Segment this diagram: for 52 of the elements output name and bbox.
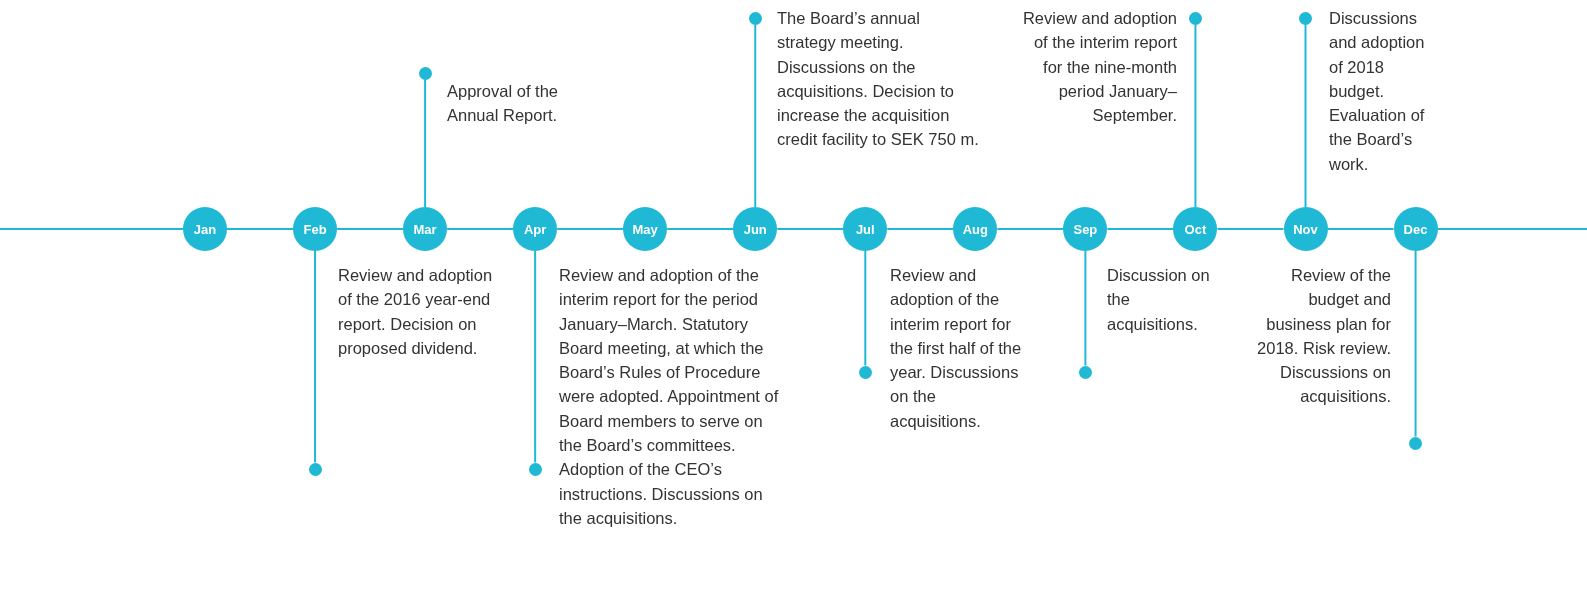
event-description: Approval of the Annual Report. (447, 81, 559, 127)
timeline-line (556, 228, 625, 230)
month-circle: Dec (1393, 207, 1438, 251)
connector-line (1194, 23, 1197, 208)
month-circle: May (623, 207, 668, 251)
timeline-line (1216, 228, 1285, 230)
event-description: Review of the budget and business plan for 2018. Risk review. Discussions on acquisitions. (1256, 265, 1391, 408)
timeline-line (0, 228, 184, 230)
timeline-line (996, 228, 1065, 230)
timeline-line (446, 228, 515, 230)
timeline-line (1436, 228, 1587, 230)
connector-line (1414, 250, 1417, 438)
event-dot (528, 462, 542, 476)
event-description: Review and adoption of the interim report for the first half of the year. Discussions on the acquisitions. (890, 265, 1023, 432)
connector-line (1084, 250, 1087, 367)
month-circle: Aug (953, 207, 998, 251)
month-circle: Mar (403, 207, 448, 251)
connector-line (1304, 23, 1307, 208)
timeline-line (666, 228, 735, 230)
month-circle: Oct (1173, 207, 1218, 251)
month-circle: Nov (1283, 207, 1328, 251)
event-description: The Board’s annual strategy meeting. Discussions on the acquisitions. Decision to increase the acquisition credit facility to SEK 750 m. (777, 8, 980, 151)
event-dot (748, 11, 762, 25)
connector-line (864, 250, 867, 367)
event-description: Discussion on the acquisitions. (1107, 265, 1211, 335)
event-description: Discussions and adoption of 2018 budget. Evaluation of the Board’s work. (1329, 8, 1426, 175)
timeline-line (336, 228, 405, 230)
connector-line (534, 250, 537, 464)
month-circle: Apr (513, 207, 558, 251)
event-dot (1188, 11, 1202, 25)
event-dot (1078, 365, 1092, 379)
month-circle: Sep (1063, 207, 1108, 251)
event-dot (308, 462, 322, 476)
month-circle: Feb (293, 207, 338, 251)
month-circle: Jun (733, 207, 778, 251)
connector-line (754, 23, 757, 208)
event-description: Review and adoption of the interim report for the period January–March. Statutory Board meeting, at which the Board’s Rules of Procedure were adopted. Appointment of Board members to serve on the Board’s committees. Adoption of the CEO’s instructions. Discussions on the acquisitions. (559, 265, 780, 529)
event-description: Review and adoption of the interim report for the nine-month period January–September. (1021, 8, 1177, 127)
timeline-line (1106, 228, 1175, 230)
event-dot (418, 66, 432, 80)
connector-line (314, 250, 317, 464)
timeline-line (776, 228, 845, 230)
timeline-line (226, 228, 295, 230)
timeline-line (886, 228, 955, 230)
event-dot (1299, 11, 1312, 25)
event-dot (1409, 436, 1423, 450)
connector-line (424, 78, 427, 208)
month-circle: Jul (843, 207, 888, 251)
event-description: Review and adoption of the 2016 year-end report. Decision on proposed dividend. (338, 265, 494, 359)
month-circle: Jan (183, 207, 227, 251)
event-dot (858, 365, 872, 379)
timeline-line (1326, 228, 1395, 230)
